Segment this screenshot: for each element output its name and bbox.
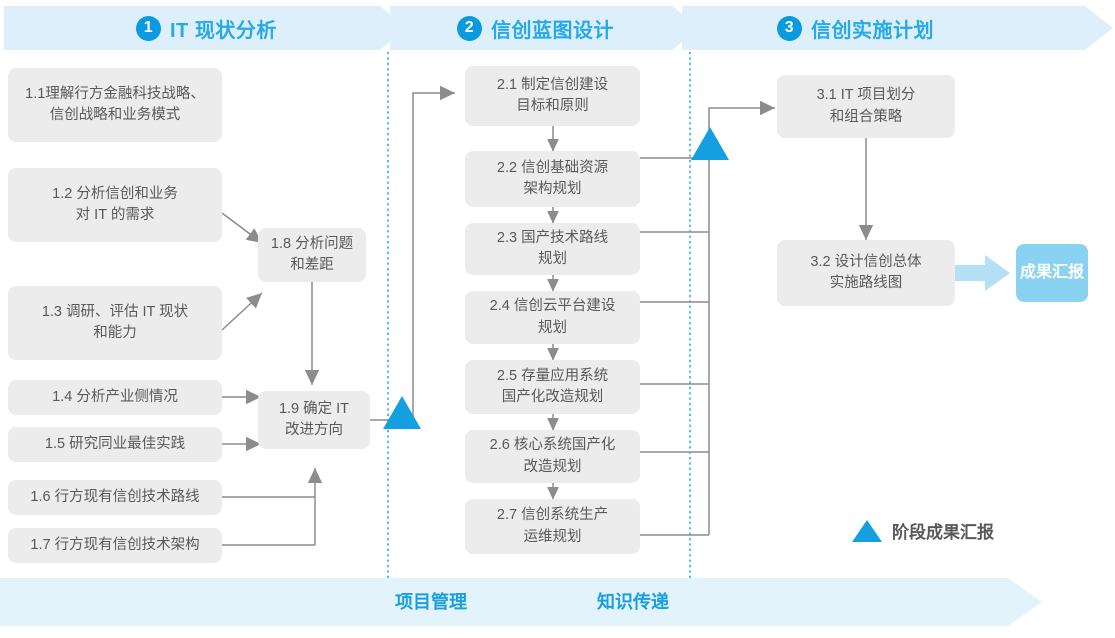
stage-1-number: 1 [136, 15, 161, 41]
wire-1-3-to-1-8 [221, 292, 263, 331]
box-1-4-line1: 1.4 分析产业侧情况 [52, 388, 178, 405]
box-2-5-line1: 2.5 存量应用系统 [496, 367, 609, 384]
footer-shape [0, 578, 1042, 626]
stage-1-chevron [4, 6, 408, 50]
process-box-2-2[interactable]: 2.2 信创基础资源架构规划 [465, 151, 640, 207]
result-line1: 成果 [1019, 264, 1052, 282]
process-box-2-7[interactable]: 2.7 信创系统生产运维规划 [465, 499, 640, 554]
process-box-2-6[interactable]: 2.6 核心系统国产化改造规划 [465, 430, 640, 483]
box-1-2-line2: 对 IT 的需求 [75, 207, 155, 223]
stage-header-banner: 1 IT 现状分析 2 信创蓝图设计 3 信创实施计划 [0, 6, 1115, 50]
stage-2-title: 信创蓝图设计 [491, 19, 614, 42]
box-1-7-line1: 1.7 行方现有信创技术架构 [30, 536, 200, 553]
milestone-triangle-stage-2-icon [691, 127, 729, 160]
box-2-4-line2: 规划 [538, 319, 567, 336]
process-box-1-9[interactable]: 1.9 确定 IT 改进方向 [258, 391, 370, 449]
stage-2-label: 2 信创蓝图设计 [457, 6, 614, 50]
box-1-3-line1: 1.3 调研、评估 IT 现状 [41, 303, 189, 320]
box-3-2-line1: 3.2 设计信创总体 [810, 253, 922, 270]
process-box-2-3[interactable]: 2.3 国产技术路线规划 [465, 223, 640, 275]
box-1-3-line2: 和能力 [93, 325, 137, 341]
stage-2-number: 2 [457, 15, 482, 41]
triangle-up-icon [852, 519, 882, 542]
stage-1-title: IT 现状分析 [170, 19, 277, 42]
milestone-triangle-stage-1-icon [383, 396, 421, 429]
box-1-1-line1: 1.1理解行方金融科技战略、 [25, 85, 205, 102]
box-3-2-line2: 实施路线图 [829, 275, 903, 291]
box-2-2-line2: 架构规划 [523, 181, 582, 197]
box-1-6-line1: 1.6 行方现有信创技术路线 [30, 488, 200, 505]
process-box-1-2[interactable]: 1.2 分析信创和业务对 IT 的需求 [8, 168, 222, 242]
stage-3-label: 3 信创实施计划 [777, 6, 934, 50]
wire-1-2-to-1-8 [221, 212, 263, 244]
result-badge[interactable]: 成果汇报 [1016, 244, 1088, 302]
box-2-3-line1: 2.3 国产技术路线 [496, 229, 609, 246]
box-1-2-line1: 1.2 分析信创和业务 [52, 185, 178, 202]
box-1-1-line2: 信创战略和业务模式 [49, 107, 181, 123]
process-box-1-6[interactable]: 1.6 行方现有信创技术路线 [8, 480, 222, 515]
box-2-3-line2: 规划 [538, 251, 567, 267]
process-box-2-1[interactable]: 2.1 制定信创建设目标和原则 [465, 66, 640, 126]
process-box-1-5[interactable]: 1.5 研究同业最佳实践 [8, 427, 222, 462]
footer-arrow-shape [0, 578, 1042, 626]
process-box-1-4[interactable]: 1.4 分析产业侧情况 [8, 380, 222, 415]
result-line2: 汇报 [1052, 264, 1085, 282]
box-2-4-line1: 2.4 信创云平台建设 [489, 298, 616, 315]
box-2-6-line2: 改造规划 [523, 458, 582, 475]
process-box-2-4[interactable]: 2.4 信创云平台建设规划 [465, 291, 640, 344]
result-block-arrow-icon [955, 255, 1010, 291]
box-2-6-line1: 2.6 核心系统国产化 [489, 437, 616, 454]
footer-banner [0, 578, 1115, 626]
box-2-5-line2: 国产化改造规划 [501, 389, 604, 405]
box-1-9-line1: 1.9 确定 IT [278, 400, 350, 417]
box-1-8-line2: 和差距 [290, 257, 334, 273]
wire-1-9-to-2-1 [370, 85, 455, 421]
stage-3-number: 3 [777, 15, 802, 41]
process-box-1-1[interactable]: 1.1理解行方金融科技战略、信创战略和业务模式 [8, 68, 222, 142]
stage-1-label: 1 IT 现状分析 [136, 6, 277, 50]
legend: 阶段成果汇报 [852, 518, 994, 543]
process-box-2-5[interactable]: 2.5 存量应用系统国产化改造规划 [465, 360, 640, 414]
process-box-1-3[interactable]: 1.3 调研、评估 IT 现状和能力 [8, 286, 222, 360]
wire-bus-to-3-1 [708, 100, 775, 535]
legend-label: 阶段成果汇报 [892, 523, 994, 542]
process-box-1-8[interactable]: 1.8 分析问题和差距 [258, 228, 366, 282]
box-2-1-line1: 2.1 制定信创建设 [496, 76, 609, 93]
process-box-3-2[interactable]: 3.2 设计信创总体实施路线图 [777, 240, 955, 306]
box-2-2-line1: 2.2 信创基础资源 [496, 159, 609, 176]
box-3-1-line1: 3.1 IT 项目划分 [816, 87, 916, 104]
footer-label-project-management: 项目管理 [395, 592, 467, 612]
box-2-1-line2: 目标和原则 [516, 98, 589, 114]
footer-label-knowledge-transfer: 知识传递 [597, 592, 669, 612]
box-3-1-line2: 和组合策略 [829, 108, 903, 125]
box-1-9-line2: 改进方向 [284, 422, 343, 438]
box-1-5-line1: 1.5 研究同业最佳实践 [44, 435, 186, 452]
box-2-7-line2: 运维规划 [523, 528, 582, 545]
box-2-7-line1: 2.7 信创系统生产 [496, 507, 609, 524]
process-box-1-7[interactable]: 1.7 行方现有信创技术架构 [8, 528, 222, 563]
box-1-8-line1: 1.8 分析问题 [270, 235, 354, 252]
stage-3-title: 信创实施计划 [811, 19, 934, 42]
process-box-3-1[interactable]: 3.1 IT 项目划分和组合策略 [777, 75, 955, 138]
